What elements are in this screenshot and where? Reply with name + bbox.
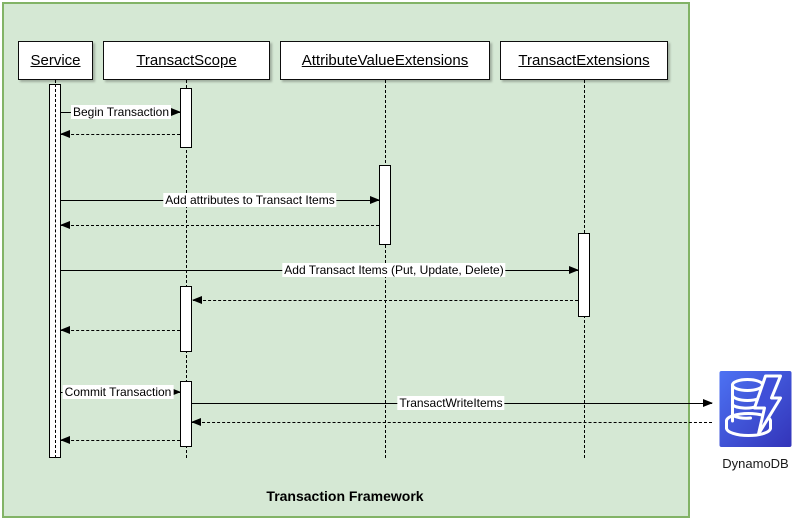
participant-transactscope: TransactScope: [103, 41, 270, 80]
diagram-title: Transaction Framework: [266, 488, 424, 504]
message-arrow-return-4: [60, 326, 180, 334]
activation-transactscope-3: [180, 381, 192, 447]
message-arrow-return-5: [191, 418, 712, 426]
message-label-add-transact-items: Add Transact Items (Put, Update, Delete): [282, 263, 506, 277]
participant-transactextensions: TransactExtensions: [500, 41, 668, 80]
message-arrow-return-2: [60, 221, 379, 229]
activation-transactscope-1: [180, 88, 192, 148]
participant-attributevalueextensions-label: AttributeValueExtensions: [301, 52, 469, 69]
participant-attributevalueextensions: AttributeValueExtensions: [280, 41, 490, 80]
message-label-commit-transaction: Commit Transaction: [62, 385, 174, 399]
activation-attributevalueextensions: [379, 165, 391, 245]
activation-transactextensions: [578, 233, 590, 317]
activation-transactscope-2: [180, 286, 192, 352]
diagram-frame: [2, 2, 690, 518]
dynamodb-label: DynamoDB: [722, 456, 789, 471]
message-label-add-attributes: Add attributes to Transact Items: [163, 193, 337, 207]
message-arrow-return-6: [60, 436, 180, 444]
external-actor-dynamodb: DynamoDB: [719, 371, 792, 471]
participant-transactextensions-label: TransactExtensions: [518, 52, 650, 69]
lifeline-service-overlay: [55, 84, 56, 458]
participant-service: Service: [18, 41, 93, 80]
message-arrow-return-3: [192, 296, 578, 304]
participant-transactscope-label: TransactScope: [136, 52, 237, 69]
message-label-begin-transaction: Begin Transaction: [70, 105, 172, 119]
dynamodb-icon: [719, 371, 792, 451]
participant-service-label: Service: [30, 52, 81, 69]
message-label-transactwriteitems: TransactWriteItems: [397, 396, 505, 410]
message-arrow-return-1: [60, 130, 180, 138]
lifeline-transactscope: [186, 80, 187, 458]
